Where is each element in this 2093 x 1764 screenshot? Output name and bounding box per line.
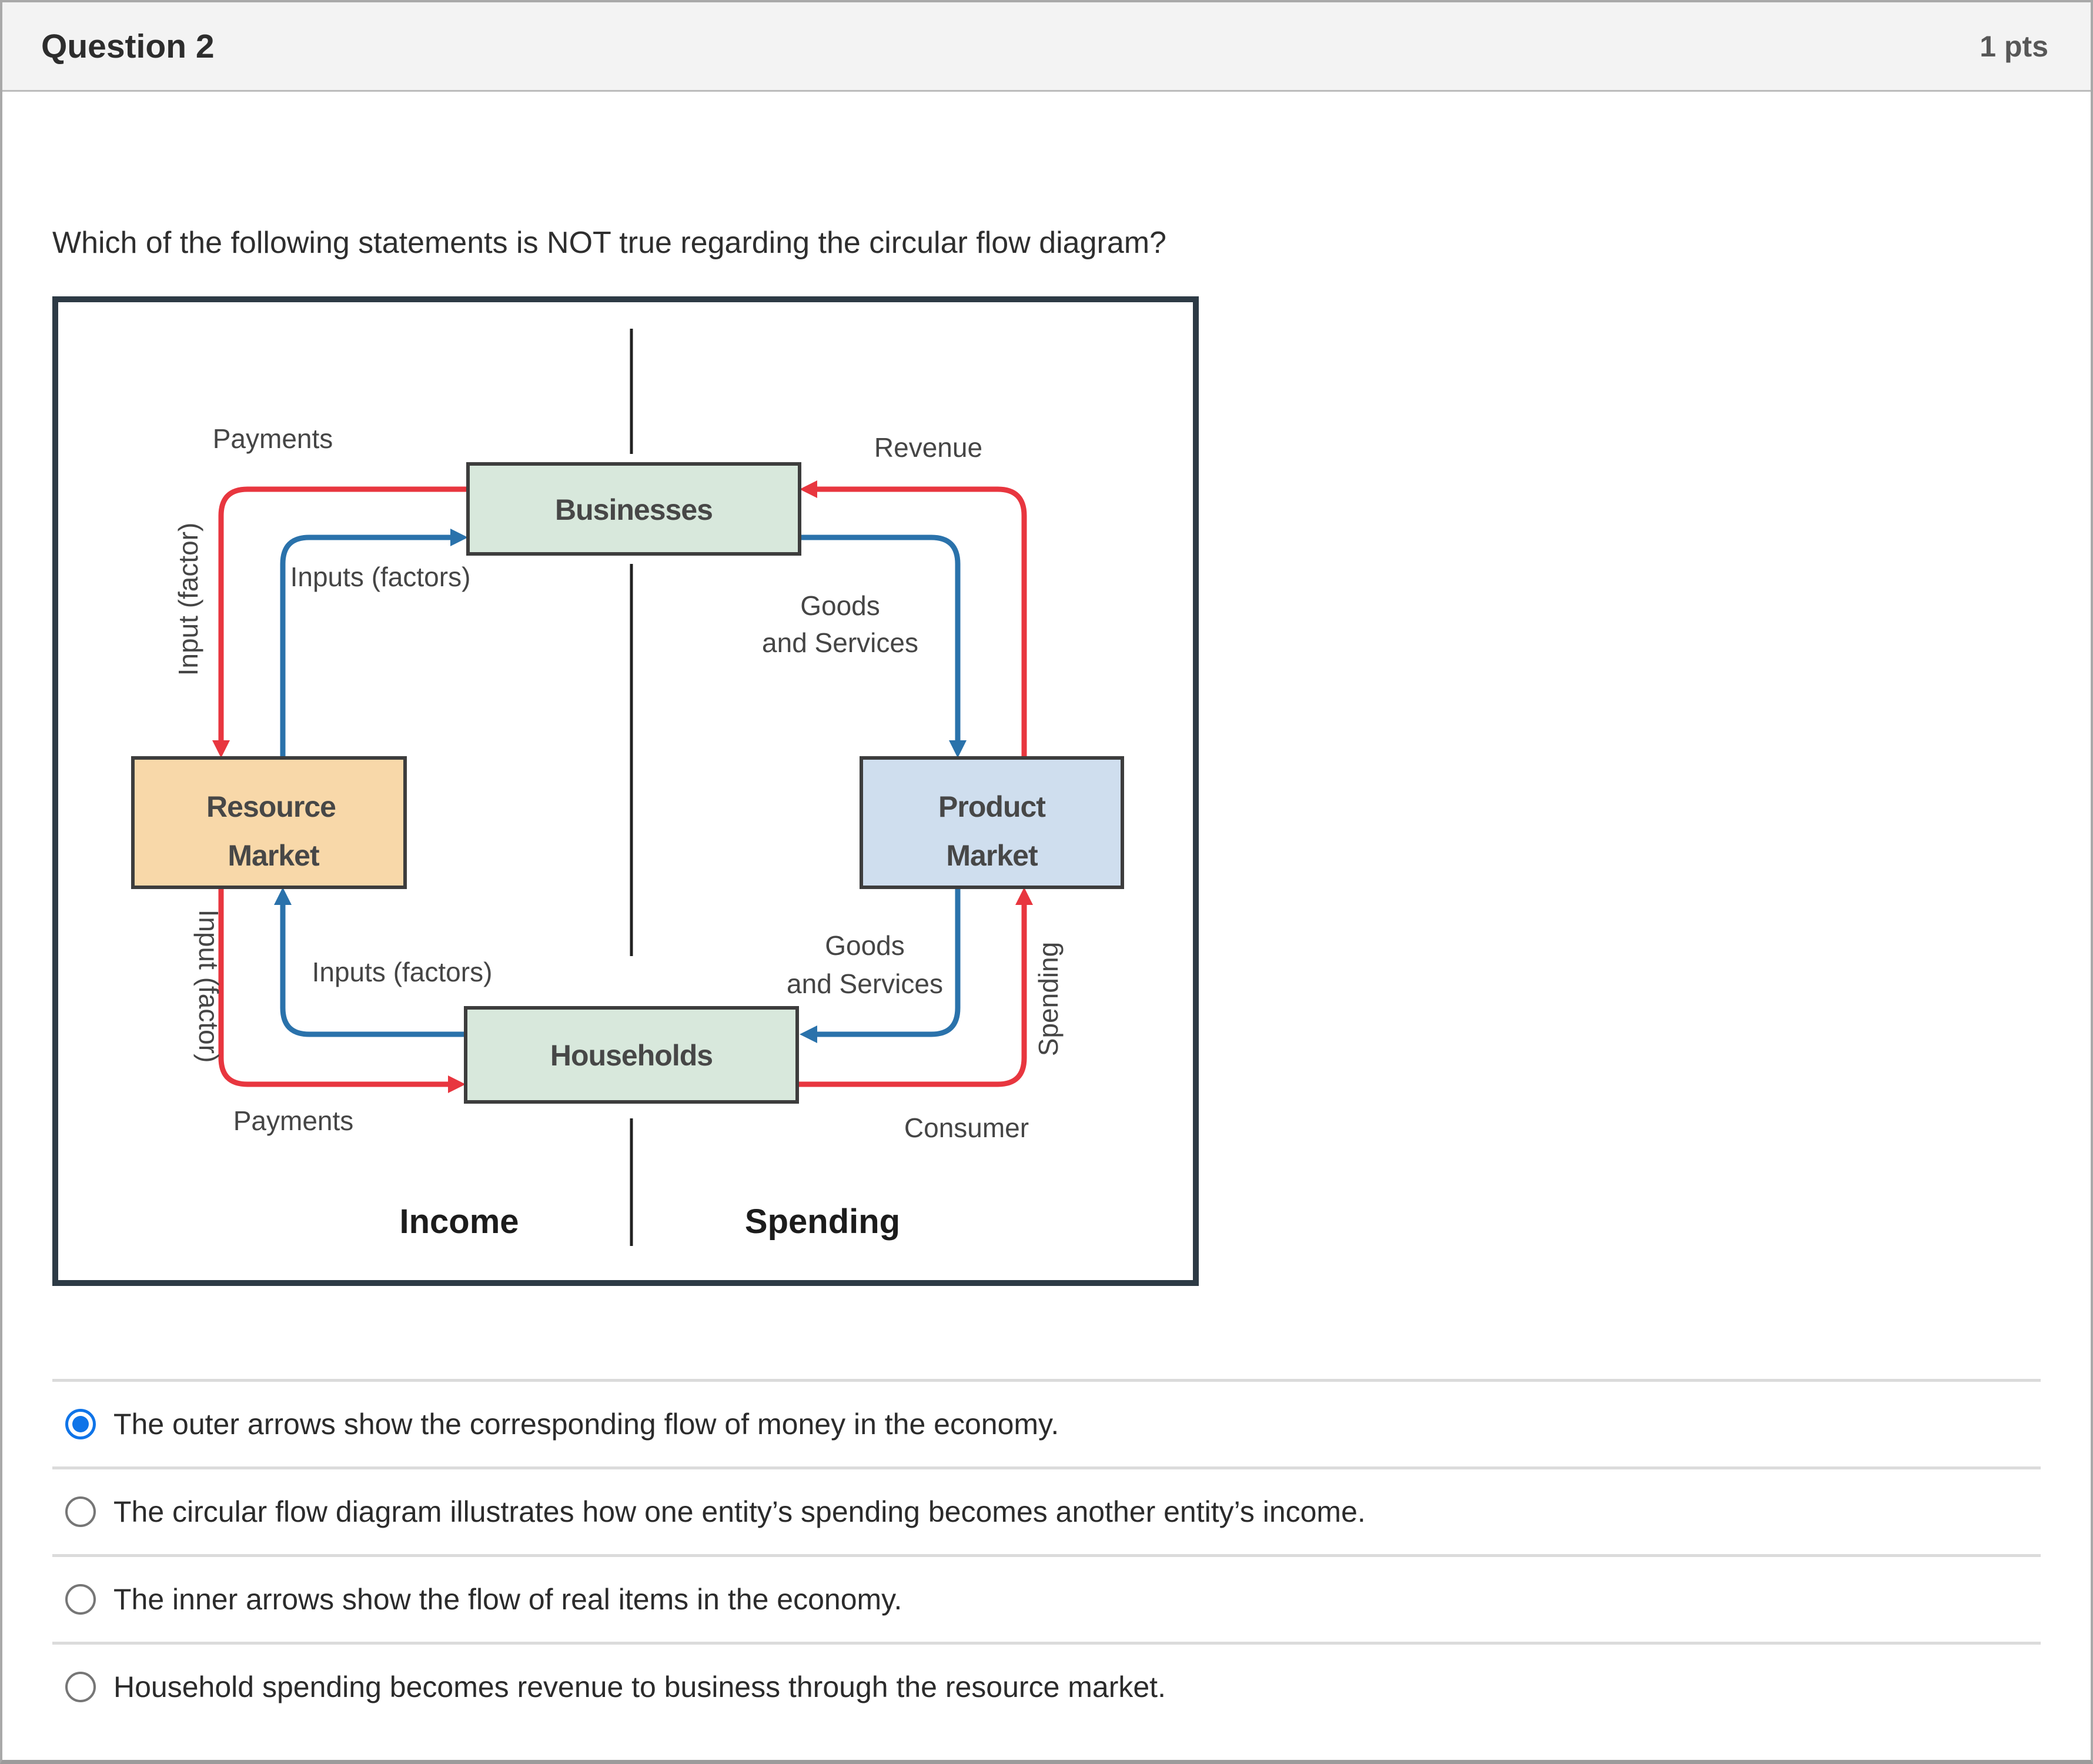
input-factor-left-top-label: Input (factor) [173, 523, 203, 676]
payments-bottom-label: Payments [233, 1105, 354, 1136]
businesses-label: Businesses [555, 493, 713, 526]
spending-right-rotated-label: Spending [1033, 942, 1064, 1056]
inputs-arrow-households-to-resource [274, 887, 466, 1037]
resource-market-label-line2: Market [228, 839, 320, 872]
question-header: Question 2 1 pts [2, 2, 2091, 92]
goods-arrow-businesses-to-product [800, 534, 967, 758]
inputs-factors-top-label: Inputs (factors) [290, 562, 471, 592]
goods-top-label-line2: and Services [762, 627, 918, 658]
payments-top-label: Payments [213, 423, 333, 454]
households-box [464, 1006, 799, 1104]
answer-option-row[interactable]: The inner arrows show the flow of real i… [52, 1554, 2041, 1642]
inputs-factors-bottom-label: Inputs (factors) [312, 957, 493, 987]
answer-option-label: The outer arrows show the corresponding … [113, 1408, 1059, 1441]
question-points: 1 pts [1980, 29, 2048, 63]
money-flow-arrows [212, 480, 1033, 1093]
payments-arrow-businesses-to-resource [212, 486, 468, 758]
question-title: Question 2 [41, 27, 215, 65]
answer-options-list: The outer arrows show the corresponding … [52, 1379, 2041, 1729]
resource-market-label-line1: Resource [206, 790, 336, 823]
spending-label: Spending [745, 1202, 900, 1241]
answer-option-row[interactable]: The outer arrows show the corresponding … [52, 1379, 2041, 1466]
goods-bottom-label-line2: and Services [787, 968, 943, 999]
resource-market-box [131, 756, 407, 889]
consumer-label: Consumer [904, 1112, 1029, 1143]
revenue-label: Revenue [874, 432, 982, 463]
households-label: Households [550, 1039, 713, 1072]
circular-flow-diagram: Businesses Resource Market Product Marke… [52, 296, 1199, 1286]
answer-option-label: Household spending becomes revenue to bu… [113, 1671, 1166, 1703]
income-label: Income [399, 1202, 519, 1241]
inputs-arrow-resource-to-businesses [280, 529, 468, 758]
product-market-label-line1: Product [938, 790, 1046, 823]
answer-option-label: The inner arrows show the flow of real i… [113, 1583, 902, 1616]
goods-bottom-label-line1: Goods [825, 930, 905, 961]
question-text: Which of the following statements is NOT… [52, 226, 1166, 260]
answer-option-row[interactable]: The circular flow diagram illustrates ho… [52, 1466, 2041, 1554]
input-factor-left-bottom-label: Input (factor) [193, 910, 224, 1063]
businesses-box [466, 462, 801, 556]
product-market-box [860, 756, 1124, 889]
radio-option-3[interactable] [65, 1672, 96, 1702]
payments-arrow-resource-to-households [218, 887, 466, 1093]
radio-option-0[interactable] [65, 1409, 96, 1439]
revenue-arrow-product-to-businesses [800, 480, 1027, 758]
spending-arrow-households-to-product [797, 887, 1033, 1087]
answer-option-label: The circular flow diagram illustrates ho… [113, 1495, 1366, 1528]
answer-option-row[interactable]: Household spending becomes revenue to bu… [52, 1642, 2041, 1729]
circular-flow-svg: Businesses Resource Market Product Marke… [131, 329, 1124, 1246]
product-market-label-line2: Market [946, 839, 1038, 872]
goods-top-label-line1: Goods [800, 590, 880, 621]
radio-option-1[interactable] [65, 1496, 96, 1527]
radio-option-2[interactable] [65, 1584, 96, 1615]
goods-arrow-product-to-households [800, 887, 961, 1043]
real-flow-arrows [274, 529, 967, 1043]
question-body: Which of the following statements is NOT… [2, 224, 2091, 1729]
